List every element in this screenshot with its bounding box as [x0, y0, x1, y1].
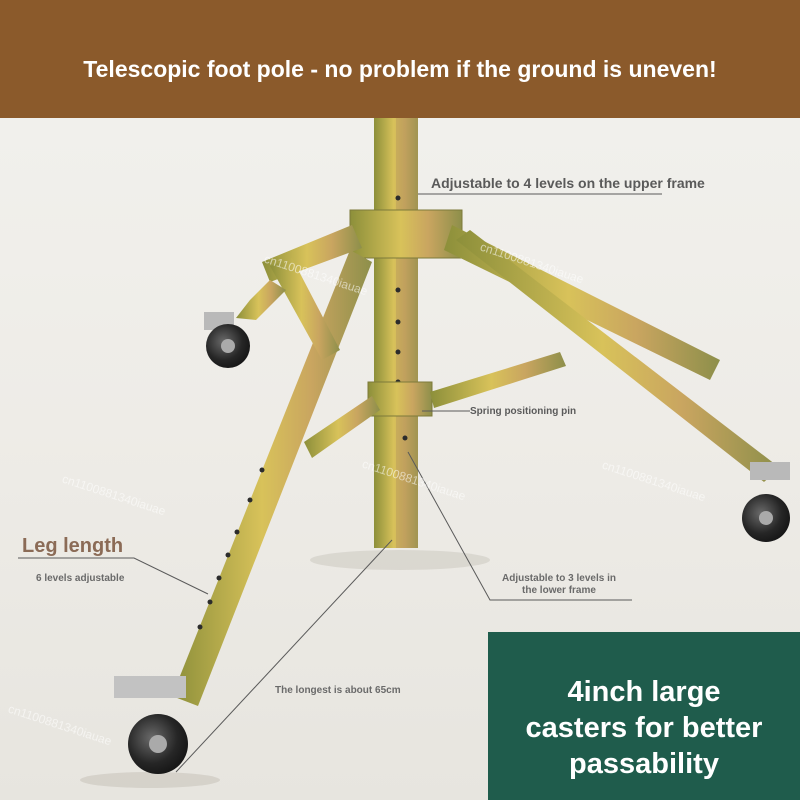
leg-length-heading: Leg length	[22, 535, 124, 557]
product-photo: cn1100881340iauae cn1100881340iauae cn11…	[0, 118, 800, 800]
upper-hub	[349, 209, 463, 259]
lower-frame-annotation: Adjustable to 3 levels in the lower fram…	[484, 573, 634, 597]
leg-length-subtext: 6 levels adjustable	[36, 573, 125, 584]
top-banner: Telescopic foot pole - no problem if the…	[0, 0, 800, 118]
caster-info-panel: 4inch large casters for better passabili…	[488, 632, 800, 800]
banner-title: Telescopic foot pole - no problem if the…	[83, 56, 717, 82]
caster-info-line1: 4inch large	[567, 676, 721, 708]
right-leg	[456, 230, 780, 482]
right-caster	[742, 462, 790, 542]
front-left-caster	[114, 676, 188, 774]
front-left-leg	[172, 250, 372, 706]
central-pole	[374, 118, 418, 548]
longest-length-annotation: The longest is about 65cm	[275, 685, 401, 696]
lower-frame-annotation-line2: the lower frame	[522, 585, 596, 596]
spring-pin-annotation: Spring positioning pin	[470, 406, 577, 417]
upper-frame-annotation: Adjustable to 4 levels on the upper fram…	[431, 175, 705, 191]
caster-info-text: 4inch large casters for better passabili…	[488, 674, 800, 782]
tripod-stand-illustration	[18, 118, 790, 788]
caster-info-line2: casters for better	[525, 712, 763, 744]
back-left-caster	[204, 312, 250, 368]
lower-frame-annotation-line1: Adjustable to 3 levels in	[502, 573, 616, 584]
caster-info-line3: passability	[569, 748, 719, 780]
